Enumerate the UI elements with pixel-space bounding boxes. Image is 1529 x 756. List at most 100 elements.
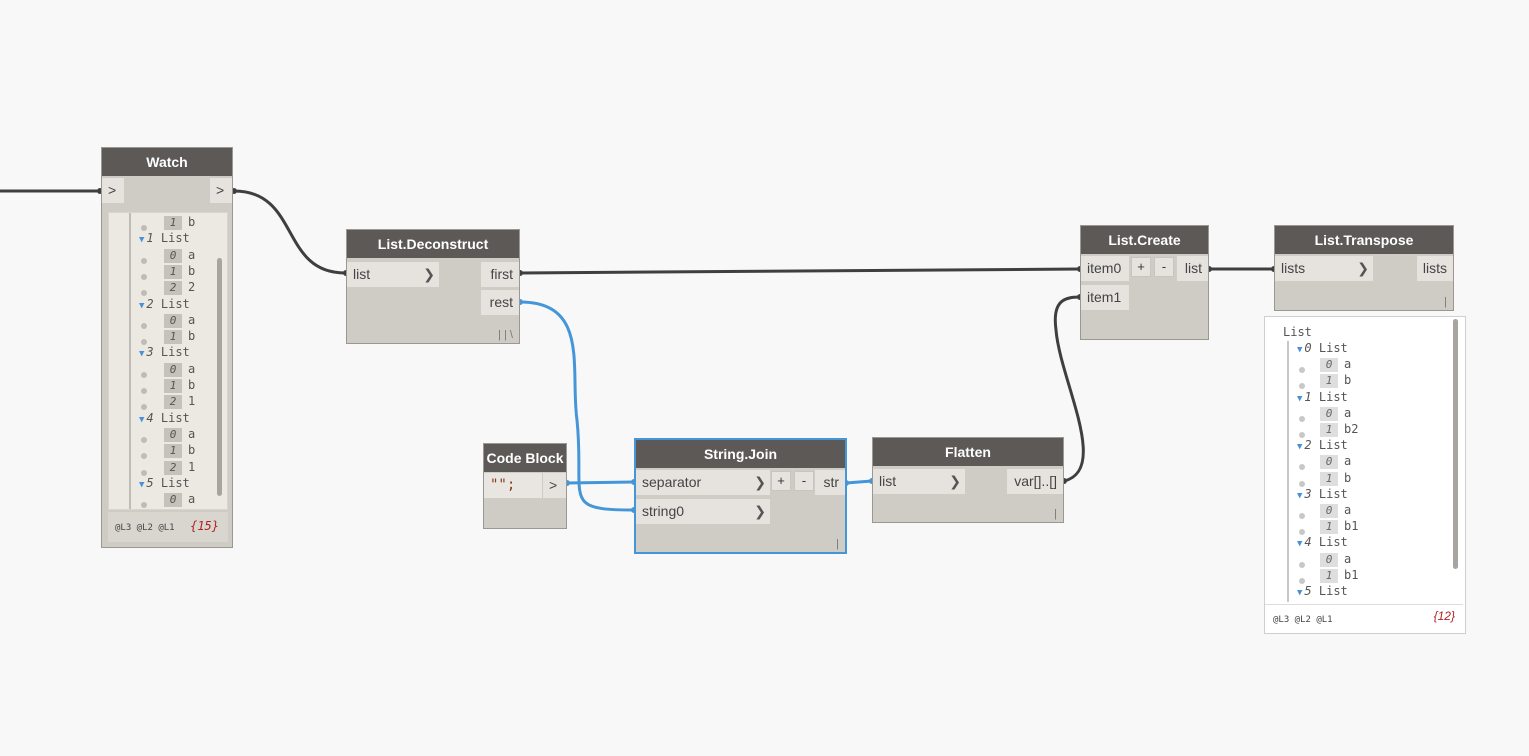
item-index: 1 <box>164 330 182 345</box>
add-input-button[interactable]: + <box>771 471 791 491</box>
tree-list-node: ▼1 List <box>139 231 190 245</box>
collapse-triangle-icon[interactable]: ▼ <box>139 414 145 425</box>
item-count: {12} <box>1433 609 1455 623</box>
input-port-item0[interactable]: item0 <box>1081 256 1129 281</box>
tree-connector-dot <box>1299 367 1305 374</box>
item-index: 0 <box>164 362 182 377</box>
remove-input-button[interactable]: - <box>794 471 814 491</box>
wire-str-to-flatten[interactable] <box>845 479 873 485</box>
codeblock-output-port[interactable]: > <box>543 473 566 498</box>
collapse-triangle-icon[interactable]: ▼ <box>1297 393 1303 404</box>
list-levels[interactable]: @L3 @L2 @L1 <box>115 523 175 533</box>
chevron-right-icon: ❯ <box>754 474 766 490</box>
lacing-icon[interactable]: | <box>1444 296 1447 308</box>
string-join-node[interactable]: String.Join separator ❯ string0 ❯ + - st… <box>634 438 847 554</box>
lacing-icon[interactable]: | | \ <box>498 329 513 341</box>
list-index: 5 <box>146 475 161 490</box>
wire-first-to-item0[interactable] <box>519 267 1081 275</box>
lacing-icon[interactable]: | <box>836 538 839 550</box>
wire-codeblock-to-separator[interactable] <box>566 480 635 485</box>
input-port-string0[interactable]: string0 ❯ <box>636 499 770 524</box>
tree-connector-dot <box>1299 577 1305 584</box>
item-index: 1 <box>1320 568 1338 583</box>
list-deconstruct-node[interactable]: List.Deconstruct list ❯ first rest | | \ <box>346 229 520 344</box>
collapse-triangle-icon[interactable]: ▼ <box>139 479 145 490</box>
list-label: List <box>1318 438 1348 453</box>
output-port-var[interactable]: var[]..[] <box>1007 469 1063 494</box>
code-editor[interactable]: ""; <box>484 473 542 498</box>
item-index: 0 <box>1320 552 1338 567</box>
item-value: a <box>1344 503 1352 517</box>
node-title: List.Transpose <box>1275 226 1453 254</box>
list-label: List <box>1318 341 1348 355</box>
code-block-node[interactable]: Code Block ""; > <box>483 443 567 529</box>
port-label: string0 <box>642 503 685 519</box>
collapse-triangle-icon[interactable]: ▼ <box>1297 345 1303 355</box>
port-label: list <box>879 473 897 489</box>
wire-rest-to-string0[interactable] <box>519 300 635 512</box>
collapse-triangle-icon[interactable]: ▼ <box>139 235 145 246</box>
wire-flatten-to-item1[interactable] <box>1053 295 1085 483</box>
item-index: 1 <box>1320 520 1338 535</box>
list-levels[interactable]: @L3 @L2 @L1 <box>1273 615 1333 625</box>
input-port-item1[interactable]: item1 <box>1081 285 1129 310</box>
collapse-triangle-icon[interactable]: ▼ <box>1297 442 1303 453</box>
watch-output-port[interactable]: > <box>210 178 232 203</box>
collapse-triangle-icon[interactable]: ▼ <box>139 349 145 360</box>
watch-input-port[interactable]: > <box>102 178 124 203</box>
chevron-right-icon: ❯ <box>423 266 435 282</box>
output-port-str[interactable]: str <box>815 470 845 495</box>
list-label: List <box>1318 389 1348 404</box>
node-title: List.Create <box>1081 226 1208 254</box>
input-port-list[interactable]: list ❯ <box>873 469 965 494</box>
list-label: List <box>1318 486 1348 501</box>
item-value: b1 <box>1344 567 1359 582</box>
scrollbar[interactable] <box>1453 319 1458 569</box>
output-port-rest[interactable]: rest <box>481 290 519 315</box>
output-port-first[interactable]: first <box>481 262 519 287</box>
list-label: List <box>1318 584 1348 598</box>
list-create-node[interactable]: List.Create item0 item1 + - list <box>1080 225 1209 340</box>
node-title: Watch <box>102 148 232 176</box>
port-label: lists <box>1281 260 1306 276</box>
tree-connector-dot <box>141 469 147 476</box>
add-input-button[interactable]: + <box>1131 257 1151 277</box>
wire-watch-to-deconstruct[interactable] <box>233 189 346 275</box>
input-port-separator[interactable]: separator ❯ <box>636 470 770 495</box>
list-transpose-node[interactable]: List.Transpose lists ❯ lists | <box>1274 225 1454 311</box>
chevron-right-icon: ❯ <box>949 473 961 489</box>
tree-list-node: ▼2 List <box>139 297 190 311</box>
collapse-triangle-icon[interactable]: ▼ <box>1297 539 1303 550</box>
input-port-lists[interactable]: lists ❯ <box>1275 256 1373 281</box>
flatten-node[interactable]: Flatten list ❯ var[]..[] | <box>872 437 1064 523</box>
tree-connector-dot <box>1299 383 1305 390</box>
tree-list-node: ▼1 List <box>1297 390 1348 404</box>
collapse-triangle-icon[interactable]: ▼ <box>1297 490 1303 501</box>
list-label: List <box>160 410 190 425</box>
remove-input-button[interactable]: - <box>1154 257 1174 277</box>
collapse-triangle-icon[interactable]: ▼ <box>1297 588 1303 598</box>
list-index: 2 <box>146 296 161 311</box>
scrollbar[interactable] <box>217 258 222 496</box>
port-label: list <box>353 266 371 282</box>
tree-list-node: ▼3 List <box>139 345 190 359</box>
lacing-icon[interactable]: | <box>1054 508 1057 520</box>
output-port-list[interactable]: list <box>1177 256 1208 281</box>
input-port-list[interactable]: list ❯ <box>347 262 439 287</box>
output-port-lists[interactable]: lists <box>1417 256 1453 281</box>
collapse-triangle-icon[interactable]: ▼ <box>139 300 145 311</box>
